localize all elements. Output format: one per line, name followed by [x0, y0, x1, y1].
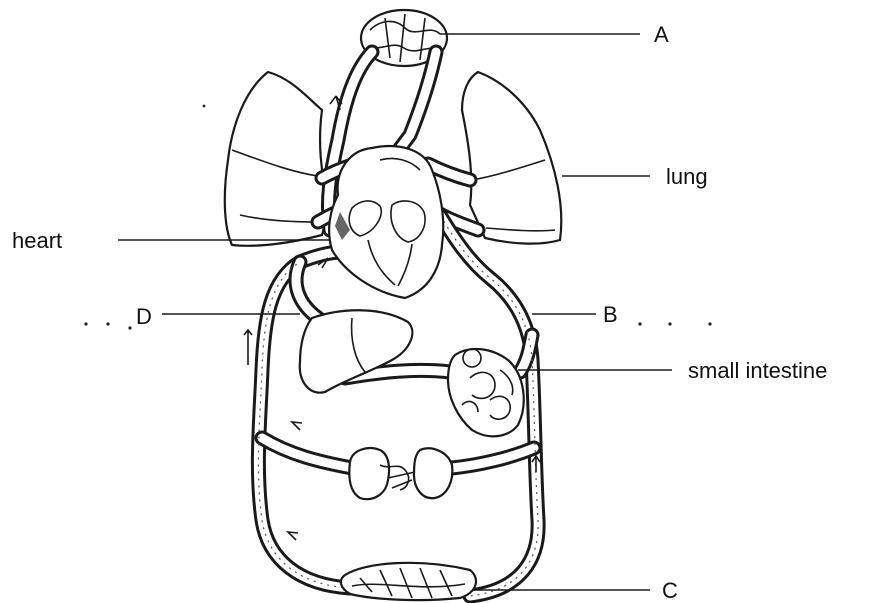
right-lung: [462, 72, 561, 244]
label-b: B: [603, 302, 618, 327]
body-capillaries: [341, 563, 476, 600]
label-lung: lung: [666, 164, 708, 189]
label-a: A: [654, 22, 669, 47]
label-d: D: [136, 304, 152, 329]
label-small-intestine: small intestine: [688, 358, 827, 383]
label-c: C: [662, 578, 678, 603]
heart-organ: [329, 146, 443, 298]
label-heart: heart: [12, 228, 62, 253]
small-intestine-organ: [448, 349, 524, 436]
kidney-capillaries: [349, 448, 452, 499]
